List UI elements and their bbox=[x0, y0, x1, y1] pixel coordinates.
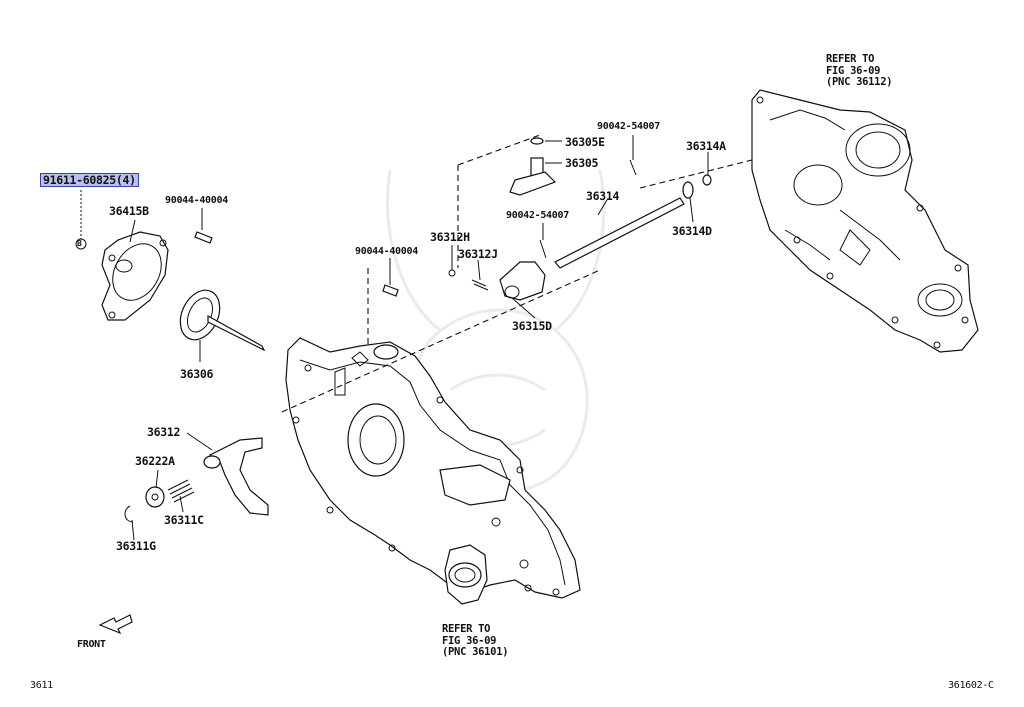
front-label: FRONT bbox=[77, 639, 106, 650]
part-label-36415B[interactable]: 36415B bbox=[109, 204, 149, 218]
refer-bottom-line1: REFER TO bbox=[442, 623, 491, 635]
shift-head-assembly bbox=[448, 261, 546, 301]
transfer-case-housing bbox=[285, 337, 581, 605]
refer-note-bottom: REFER TO FIG 36-09 (PNC 36101) bbox=[442, 623, 509, 659]
part-label-36222A[interactable]: 36222A bbox=[135, 454, 175, 468]
pin-90044-b bbox=[382, 284, 399, 297]
figure-code-right: 361602-C bbox=[948, 680, 994, 691]
refer-bottom-line3: (PNC 36101) bbox=[442, 646, 509, 658]
leader-lines bbox=[129, 135, 709, 541]
part-label-90044-40004-b[interactable]: 90044-40004 bbox=[355, 246, 418, 257]
shift-lever bbox=[509, 137, 557, 196]
part-label-90044-40004-a[interactable]: 90044-40004 bbox=[165, 195, 228, 206]
refer-top-line3: (PNC 36112) bbox=[826, 76, 893, 88]
part-label-36305E[interactable]: 36305E bbox=[565, 135, 605, 149]
part-label-36312J[interactable]: 36312J bbox=[458, 247, 498, 261]
part-label-36314D[interactable]: 36314D bbox=[672, 224, 712, 238]
part-label-36312[interactable]: 36312 bbox=[147, 425, 181, 439]
bearing-retainer bbox=[101, 231, 169, 321]
part-label-36311G[interactable]: 36311G bbox=[116, 539, 156, 553]
spring-washer-set bbox=[124, 479, 195, 523]
part-label-36306[interactable]: 36306 bbox=[180, 367, 214, 381]
transfer-case-rear-cover bbox=[751, 89, 979, 353]
front-arrow-icon bbox=[98, 614, 133, 635]
refer-note-top: REFER TO FIG 36-09 (PNC 36112) bbox=[826, 53, 893, 89]
snap-ring-36314A bbox=[702, 174, 712, 186]
part-label-90042-54007-b[interactable]: 90042-54007 bbox=[506, 210, 569, 221]
figure-number-left: 3611 bbox=[30, 680, 53, 691]
part-label-36311C[interactable]: 36311C bbox=[164, 513, 204, 527]
shift-rail bbox=[554, 197, 685, 269]
marker-letter: B bbox=[77, 239, 82, 248]
refer-top-line1: REFER TO bbox=[826, 53, 875, 65]
shift-fork bbox=[203, 437, 269, 516]
refer-bottom-line2: FIG 36-09 bbox=[442, 634, 497, 647]
snap-ring-36314D bbox=[682, 181, 694, 199]
part-label-36314[interactable]: 36314 bbox=[586, 189, 620, 203]
part-label-36305[interactable]: 36305 bbox=[565, 156, 599, 170]
shift-shaft-seal bbox=[179, 289, 266, 352]
refer-top-line2: FIG 36-09 bbox=[826, 64, 881, 77]
part-label-36315D[interactable]: 36315D bbox=[512, 319, 552, 333]
part-label-36314A[interactable]: 36314A bbox=[686, 139, 726, 153]
part-label-36312H[interactable]: 36312H bbox=[430, 230, 470, 244]
part-label-91611-highlighted[interactable]: 91611-60825(4) bbox=[40, 173, 139, 187]
part-label-90042-54007-a[interactable]: 90042-54007 bbox=[597, 121, 660, 132]
